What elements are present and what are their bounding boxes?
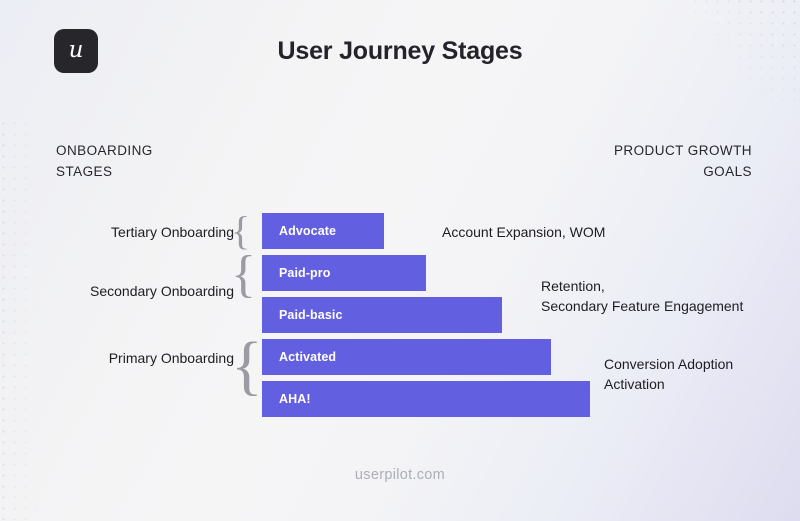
bar-label-aha: AHA! <box>279 392 311 406</box>
bar-paid-basic: Paid-basic <box>262 297 502 333</box>
goal-label-account-expansion: Account Expansion, WOM <box>442 224 606 240</box>
funnel-bar-chart: Advocate Paid-pro Paid-basic Activated A… <box>0 205 800 417</box>
bar-label-paid-pro: Paid-pro <box>279 266 331 280</box>
userpilot-logo: u <box>54 29 98 73</box>
goal-label-conversion: Conversion Adoption Activation <box>604 356 734 392</box>
column-heading-product-growth-goals: PRODUCT GROWTH GOALS <box>613 143 752 179</box>
brace-tertiary-onboarding: { <box>231 208 251 253</box>
bar-label-activated: Activated <box>279 350 337 364</box>
bar-advocate: Advocate <box>262 213 384 249</box>
stage-label-tertiary-onboarding: Tertiary Onboarding <box>111 224 234 240</box>
stage-label-secondary-onboarding: Secondary Onboarding <box>90 283 234 299</box>
goal-label-retention: Retention, Secondary Feature Engagement <box>541 278 744 314</box>
brace-secondary-onboarding: { <box>231 246 256 303</box>
bar-label-advocate: Advocate <box>279 224 337 238</box>
stage-label-primary-onboarding: Primary Onboarding <box>108 350 234 366</box>
bar-label-paid-basic: Paid-basic <box>279 308 343 322</box>
bar-activated: Activated <box>262 339 551 375</box>
brace-primary-onboarding: { <box>231 329 263 402</box>
logo-letter-u-icon: u <box>68 36 84 63</box>
watermark-userpilot: userpilot.com <box>354 467 446 483</box>
page-title: User Journey Stages <box>277 37 523 65</box>
bar-paid-pro: Paid-pro <box>262 255 426 291</box>
bar-aha: AHA! <box>262 381 590 417</box>
column-heading-onboarding-stages: ONBOARDING STAGES <box>56 143 153 179</box>
